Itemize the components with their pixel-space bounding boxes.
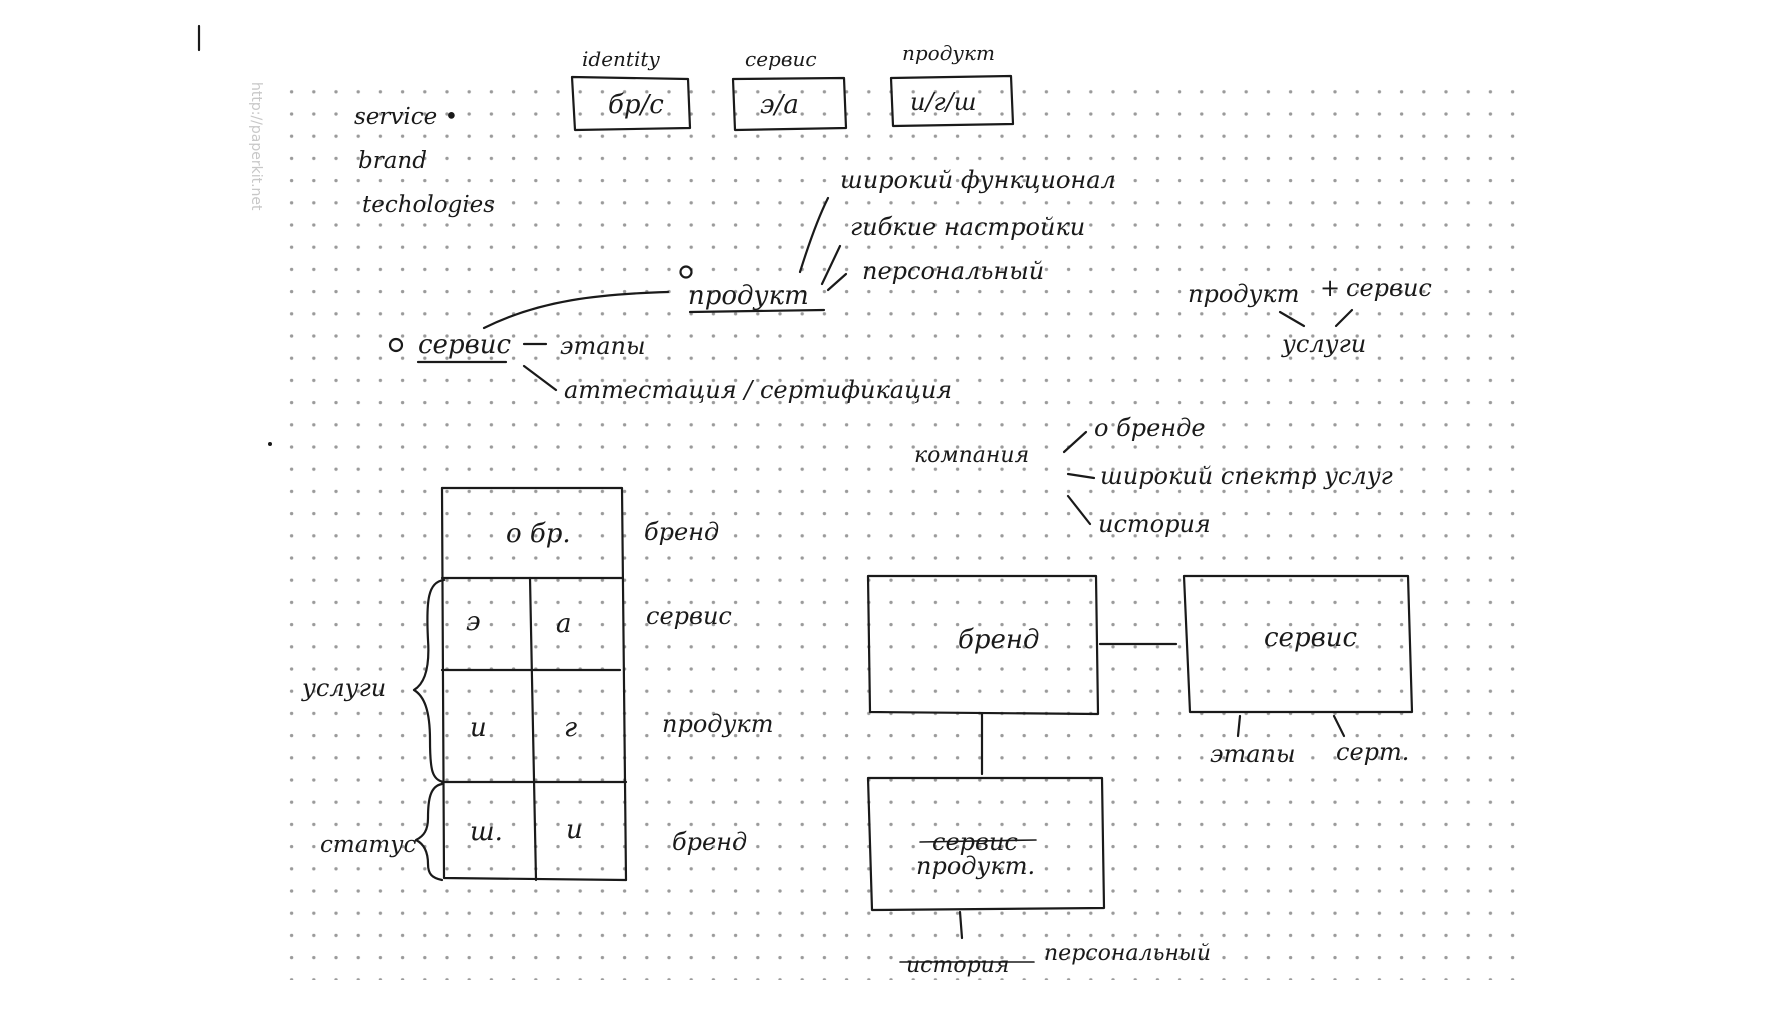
- brace-services: услуги: [301, 578, 446, 784]
- connector-product-service: [482, 290, 670, 330]
- header-box-service: сервис э/а: [731, 47, 848, 132]
- formula-left: продукт: [1188, 280, 1300, 308]
- english-list: service • brand techologies: [354, 104, 495, 218]
- product-box-label: продукт.: [916, 852, 1035, 880]
- brace-status: статус: [320, 782, 444, 882]
- service-box: [1182, 574, 1414, 714]
- watermark: http://paperkit.net: [248, 82, 264, 211]
- header-box-caption: identity: [582, 47, 660, 71]
- header-box-identity: identity бр/с: [570, 47, 692, 132]
- brand-box-label: бренд: [958, 625, 1040, 655]
- service-node-label: сервис: [418, 330, 511, 360]
- table-cell: э: [466, 607, 481, 637]
- strikethrough: [919, 839, 1037, 843]
- formula: продукт + сервис услуги: [1188, 274, 1432, 358]
- english-list-item: service •: [354, 104, 458, 130]
- table-cell: и: [566, 815, 583, 845]
- table-row-side: сервис: [646, 602, 732, 630]
- company-node-item: о бренде: [1094, 414, 1206, 442]
- service-node-item: этапы: [560, 332, 646, 360]
- company-node: компания о бренде широкий спектр услуг и…: [914, 414, 1393, 538]
- header-box-value: и/г/ш: [910, 88, 977, 116]
- matrix-table: о бр. бренд э а сервис и г продукт ш. и …: [440, 486, 774, 882]
- bullet-icon: [679, 265, 693, 279]
- service-box-sublabel: серт.: [1336, 738, 1409, 766]
- service-box-sublabel: этапы: [1210, 740, 1296, 768]
- brand-box: [866, 574, 1100, 716]
- company-node-item: история: [1098, 510, 1211, 538]
- formula-plus: +: [1320, 274, 1340, 302]
- product-node-item: гибкие настройки: [850, 213, 1085, 241]
- formula-right: сервис: [1346, 274, 1432, 302]
- table-row-side: бренд: [672, 828, 747, 856]
- table-cell: г: [564, 713, 577, 743]
- bottom-struck-label: история: [906, 953, 1009, 978]
- english-list-item: brand: [358, 148, 427, 174]
- table-cell: ш.: [470, 817, 503, 847]
- formula-result: услуги: [1281, 330, 1366, 358]
- product-node-item: персональный: [862, 257, 1044, 285]
- product-node: продукт широкий функционал гибкие настро…: [679, 166, 1116, 314]
- header-box-product: продукт и/г/ш: [889, 41, 1015, 128]
- product-node-item: широкий функционал: [840, 166, 1116, 194]
- company-node-item: широкий спектр услуг: [1100, 462, 1393, 490]
- table-cell: и: [470, 713, 487, 743]
- table-cell: а: [556, 609, 572, 639]
- company-node-label: компания: [914, 443, 1029, 468]
- header-box-caption: продукт: [902, 41, 995, 65]
- product-node-label: продукт: [688, 281, 809, 311]
- english-list-item: techologies: [362, 192, 495, 218]
- table-row-side: продукт: [662, 710, 774, 738]
- dot-grid: [272, 78, 1530, 980]
- service-node: сервис этапы аттестация / сертификация: [388, 330, 952, 404]
- stray-dot: [268, 442, 272, 446]
- header-box-value: бр/с: [608, 90, 664, 120]
- header-box-caption: сервис: [745, 47, 817, 71]
- service-node-item: аттестация / сертификация: [564, 376, 952, 404]
- service-box-label: сервис: [1264, 623, 1357, 653]
- brace-label: услуги: [301, 674, 386, 702]
- header-box-value: э/а: [760, 90, 799, 120]
- brace-label: статус: [320, 832, 417, 858]
- table-header-side: бренд: [644, 518, 719, 546]
- structure-diagram: бренд сервис этапы серт. сервис продукт.…: [866, 574, 1414, 978]
- table-header: о бр.: [506, 519, 571, 549]
- bullet-icon: [388, 337, 404, 353]
- product-box: [866, 776, 1106, 912]
- bottom-label: персональный: [1044, 941, 1211, 966]
